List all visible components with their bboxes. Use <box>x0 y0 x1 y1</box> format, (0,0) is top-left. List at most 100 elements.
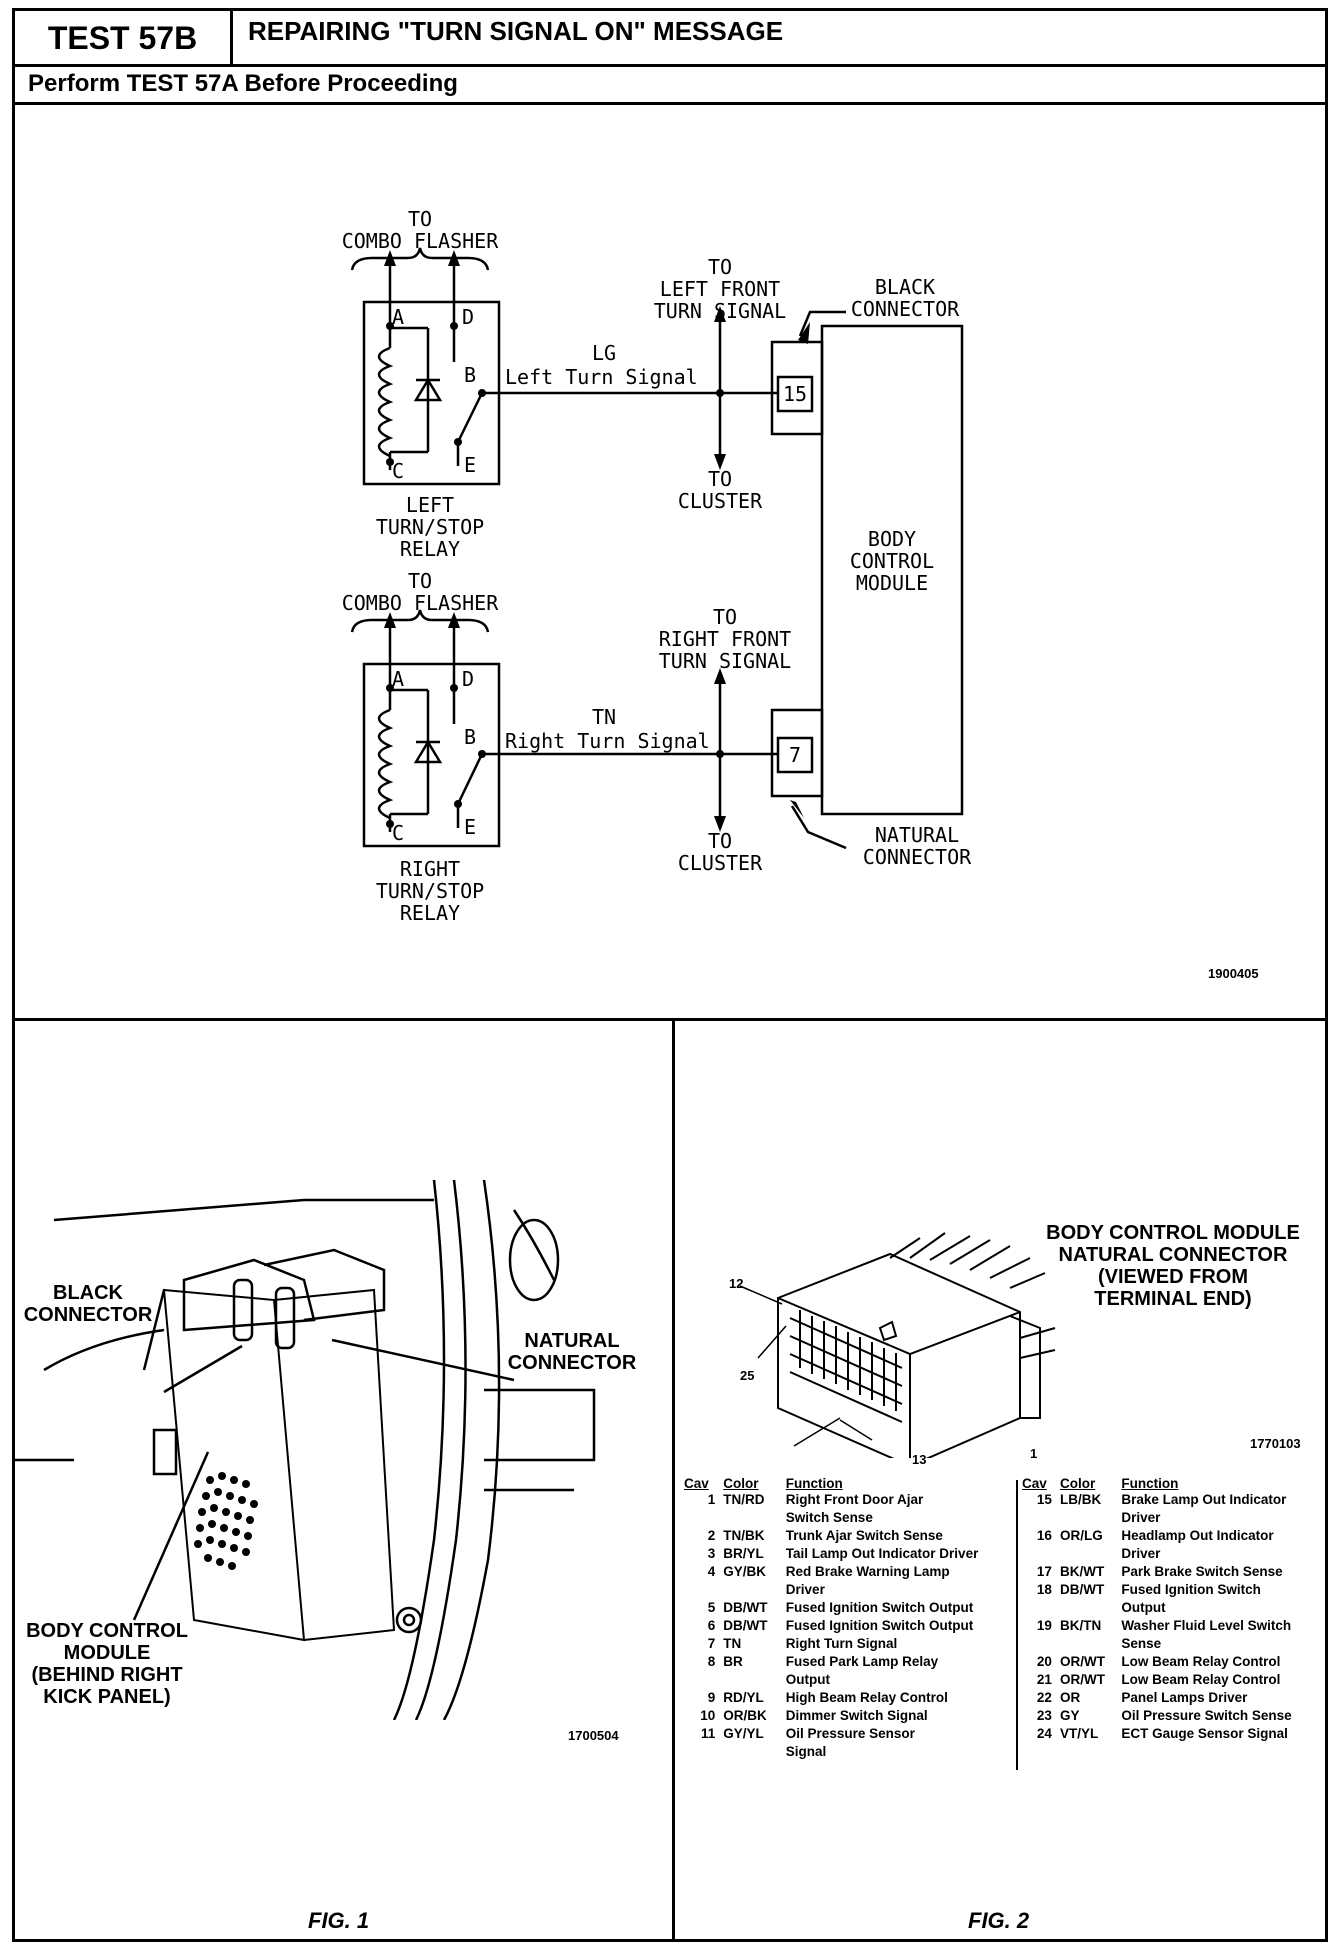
cell-cav: 3 <box>707 1546 716 1561</box>
terminal-a-bottom: A <box>392 667 405 691</box>
terminal-b-top: B <box>464 363 477 387</box>
brace-top <box>350 247 490 271</box>
right-relay-label: RIGHT TURN/STOP RELAY <box>375 857 485 925</box>
header-color: Color <box>723 1476 759 1491</box>
to-right-front-turn-signal: TO RIGHT FRONT TURN SIGNAL <box>658 605 792 673</box>
test-id: TEST 57B <box>15 11 233 66</box>
cell-cav: 11 <box>700 1726 716 1741</box>
cell-function: Fused Ignition Switch Output <box>785 1600 974 1615</box>
fig1-bcm-label: BODY CONTROL MODULE (BEHIND RIGHT KICK P… <box>26 1620 188 1708</box>
cell-cav: 4 <box>707 1564 716 1579</box>
cell-color: TN <box>723 1636 742 1651</box>
to-cluster-top: TO CLUSTER <box>677 467 763 513</box>
test-subtitle: Perform TEST 57A Before Proceeding <box>28 70 458 97</box>
pin-15: 15 <box>782 382 808 406</box>
figure-divider <box>672 1018 675 1942</box>
cell-function: Oil Pressure Sensor Signal <box>785 1726 915 1759</box>
to-cluster-bottom: TO CLUSTER <box>677 829 763 875</box>
cell-color: TN/BK <box>723 1528 765 1543</box>
header-function: Function <box>785 1476 843 1491</box>
cell-color: OR/WT <box>1059 1672 1105 1687</box>
fig2-pin1: 1 <box>1030 1446 1038 1461</box>
cell-cav: 15 <box>1036 1492 1052 1507</box>
right-wire-color: TN <box>591 705 617 729</box>
cell-color: GY <box>1059 1708 1080 1723</box>
cell-color: DB/WT <box>1059 1582 1105 1597</box>
right-wire-name: Right Turn Signal <box>505 729 710 753</box>
cell-function: Fused Park Lamp Relay Output <box>785 1654 939 1687</box>
fig1-illustration <box>14 1179 596 1720</box>
bcm-label: BODY CONTROL MODULE <box>849 527 935 595</box>
cell-cav: 1 <box>707 1492 716 1507</box>
left-wire-color: LG <box>591 341 617 365</box>
fig2-pin12: 12 <box>729 1276 744 1291</box>
terminal-e-top: E <box>464 453 477 477</box>
terminal-c-bottom: C <box>392 821 405 845</box>
table-row: 8 BR Fused Park Lamp Relay Output <box>680 1653 1022 1689</box>
cell-function: Washer Fluid Level Switch Sense <box>1121 1618 1292 1651</box>
cell-cav: 2 <box>707 1528 716 1543</box>
header-divider <box>12 64 1328 67</box>
to-combo-flasher-bottom: TO COMBO FLASHER <box>341 569 499 615</box>
cell-cav: 16 <box>1036 1528 1052 1543</box>
cell-cav: 17 <box>1036 1564 1052 1579</box>
terminal-c-top: C <box>392 459 405 483</box>
header-cav: Cav <box>684 1476 709 1491</box>
terminal-a-top: A <box>392 305 405 329</box>
pin-7: 7 <box>788 743 802 767</box>
schematic-divider <box>12 1018 1328 1021</box>
cell-function: Right Turn Signal <box>785 1636 898 1651</box>
cell-cav: 18 <box>1036 1582 1052 1597</box>
cell-function: Dimmer Switch Signal <box>785 1708 928 1723</box>
cell-function: High Beam Relay Control <box>785 1690 948 1705</box>
cell-cav: 24 <box>1036 1726 1052 1741</box>
cell-color: BK/WT <box>1059 1564 1105 1579</box>
wiring-schematic <box>350 247 964 850</box>
header-color: Color <box>1059 1476 1096 1491</box>
schematic-code: 1900405 <box>1208 966 1259 981</box>
header-cav: Cav <box>1022 1476 1047 1491</box>
terminal-d-top: D <box>462 305 475 329</box>
cell-color: VT/YL <box>1059 1726 1099 1741</box>
cell-cav: 8 <box>707 1654 716 1669</box>
cell-color: DB/WT <box>723 1600 768 1615</box>
cell-cav: 22 <box>1036 1690 1052 1705</box>
cell-cav: 5 <box>707 1600 716 1615</box>
cell-function: Red Brake Warning Lamp Driver <box>785 1564 950 1597</box>
table-header: Cav Color Function <box>680 1476 1022 1491</box>
fig2-pin25: 25 <box>740 1368 755 1383</box>
cell-cav: 23 <box>1036 1708 1052 1723</box>
cell-function: Fused Ignition Switch Output <box>785 1618 974 1633</box>
cell-color: LB/BK <box>1059 1492 1102 1507</box>
cell-function: Low Beam Relay Control <box>1121 1672 1281 1687</box>
fig2-connector-illustration <box>739 1232 1056 1458</box>
cell-color: BR <box>723 1654 743 1669</box>
cell-color: OR/BK <box>723 1708 767 1723</box>
header-function: Function <box>1121 1476 1179 1491</box>
cell-color: DB/WT <box>723 1618 768 1633</box>
table-header: Cav Color Function <box>1018 1476 1324 1491</box>
test-title: REPAIRING "TURN SIGNAL ON" MESSAGE <box>248 16 784 46</box>
cell-color: BR/YL <box>723 1546 764 1561</box>
cell-color: TN/RD <box>723 1492 765 1507</box>
cell-function: Low Beam Relay Control <box>1121 1654 1281 1669</box>
bcm-box <box>820 324 964 816</box>
fig2-label: FIG. 2 <box>968 1908 1030 1933</box>
cell-function: Headlamp Out Indicator Driver <box>1121 1528 1274 1561</box>
terminal-d-bottom: D <box>462 667 475 691</box>
fig1-label: FIG. 1 <box>308 1908 370 1933</box>
cell-cav: 9 <box>707 1690 716 1705</box>
